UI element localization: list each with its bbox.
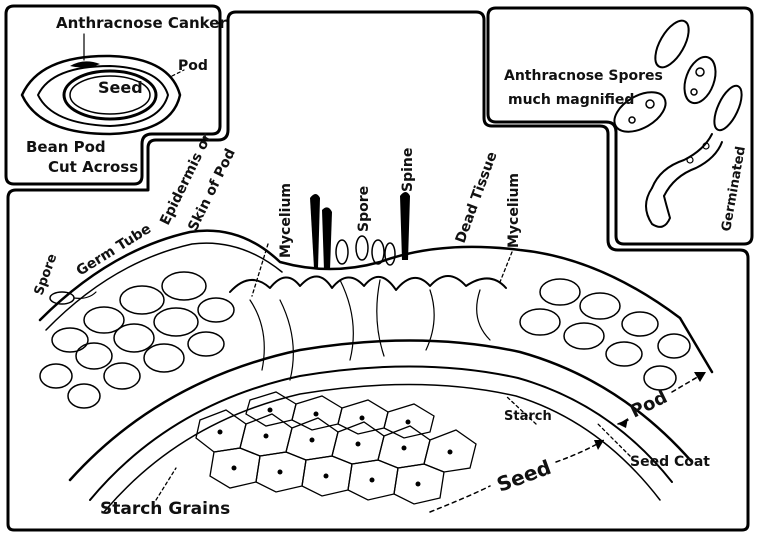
spores-title-line1: Anthracnose Spores [504,68,663,84]
epidermis-cells [39,271,691,409]
pod-cross-section [20,33,185,136]
tissue-cross-section [38,192,714,513]
pod-caption-line1: Bean Pod [26,138,106,156]
canker-label: Anthracnose Canker [56,14,227,32]
pod-inset-frame [4,4,222,186]
pod-caption-line2: Cut Across [48,158,138,176]
spine-label: Spine [400,148,416,192]
germ-tube-label: Germ Tube [74,221,154,280]
seed-label: Seed [494,455,555,497]
starch-label: Starch [504,409,552,424]
spores-inset-frame [486,6,754,246]
spores-title-line2: much magnified [508,92,634,108]
seed-inset-label: Seed [98,78,143,97]
germinated-spore [645,133,723,228]
dead-tissue-label: Dead Tissue [453,150,501,246]
mycelium-left-label: Mycelium [278,183,294,258]
starch-cells [195,391,477,505]
magnified-spores [613,19,743,133]
leader-lines [155,243,707,513]
pod-label: Pod [627,387,671,423]
starch-grains-label: Starch Grains [100,499,230,519]
seed-in-pod [62,69,158,121]
mycelium-right-label: Mycelium [506,173,522,248]
starch-granules [217,407,453,487]
main-frame [6,10,750,532]
germinated-label: Germinated [719,145,749,233]
spore-left-label: Spore [32,252,61,298]
pod-inset-label: Pod [178,58,208,74]
spore-center-label: Spore [356,186,372,232]
seed-coat-label: Seed Coat [630,454,710,470]
canker-spot [70,61,100,68]
